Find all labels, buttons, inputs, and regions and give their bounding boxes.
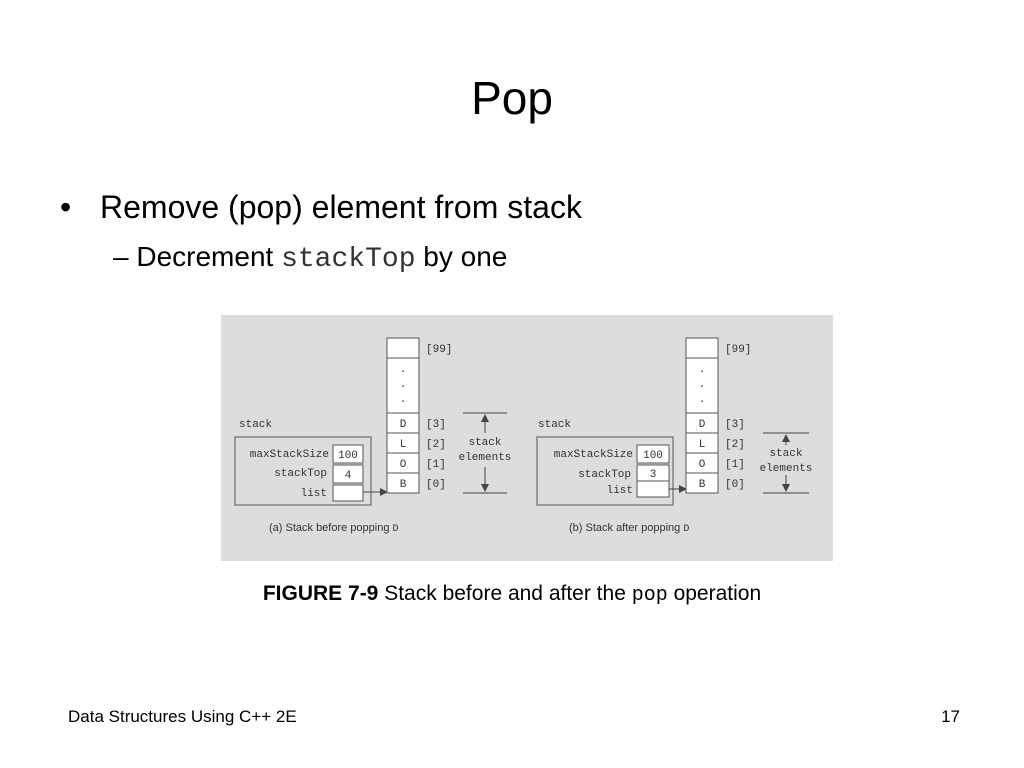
value-stack-top: 4 bbox=[345, 470, 352, 482]
index-label: [99] bbox=[725, 344, 751, 356]
figure-caption: FIGURE 7-9 Stack before and after the po… bbox=[0, 580, 1024, 610]
array-value-d: D bbox=[400, 419, 407, 431]
array-cell bbox=[386, 337, 420, 359]
brace-label-line2: elements bbox=[459, 452, 512, 464]
value-stack-top: 3 bbox=[650, 469, 657, 481]
value-max-stack-size: 100 bbox=[338, 450, 358, 462]
caption-text: Stack before and after the bbox=[384, 582, 626, 605]
index-label: [2] bbox=[725, 439, 745, 451]
sub-bullet-prefix: Decrement bbox=[136, 241, 274, 272]
stack-elements-indicator: stack elements bbox=[760, 432, 813, 494]
bullet-text: Remove (pop) element from stack bbox=[100, 189, 582, 225]
array-value-l: L bbox=[400, 439, 407, 451]
brace-label-line1: stack bbox=[769, 448, 802, 460]
struct-box bbox=[234, 436, 372, 506]
sub-bullet-dash-icon: – bbox=[113, 241, 137, 272]
index-label: [1] bbox=[426, 459, 446, 471]
footer-course-title: Data Structures Using C++ 2E bbox=[68, 707, 297, 726]
stack-array: . . . D L O B bbox=[685, 337, 719, 494]
index-label: [99] bbox=[426, 344, 452, 356]
stack-diagram: stack maxStackSize stackTop list 100 4 .… bbox=[234, 337, 813, 535]
bullet-remove-pop: • Remove (pop) element from stack bbox=[60, 186, 582, 228]
footer-page-number: 17 bbox=[941, 707, 960, 726]
ellipsis-dot: . bbox=[400, 394, 407, 406]
sub-caption-after: (b) Stack after popping D bbox=[569, 522, 689, 535]
array-value-o: O bbox=[400, 459, 407, 471]
index-label: [0] bbox=[725, 479, 745, 491]
struct-box bbox=[536, 436, 674, 506]
array-value-l: L bbox=[699, 439, 706, 451]
stack-elements-indicator: stack elements bbox=[459, 412, 512, 494]
index-label: [0] bbox=[426, 479, 446, 491]
caption-label: FIGURE 7-9 bbox=[262, 582, 379, 605]
stack-figure: stack maxStackSize stackTop list 100 4 .… bbox=[221, 315, 833, 561]
index-label: [3] bbox=[426, 419, 446, 431]
index-label: [3] bbox=[725, 419, 745, 431]
field-max-stack-size: maxStackSize bbox=[250, 449, 329, 461]
field-stack-top: stackTop bbox=[578, 469, 631, 481]
value-cell bbox=[332, 484, 364, 502]
sub-bullet-suffix: by one bbox=[423, 241, 508, 272]
value-cell bbox=[636, 444, 670, 464]
array-value-b: B bbox=[699, 479, 706, 491]
field-stack-top: stackTop bbox=[274, 468, 327, 480]
struct-label: stack bbox=[239, 419, 272, 431]
array-cell bbox=[386, 472, 420, 494]
ellipsis-dot: . bbox=[699, 379, 706, 391]
sub-bullet-code: stackTop bbox=[281, 244, 416, 275]
value-cell bbox=[332, 444, 364, 464]
brace-label-line2: elements bbox=[760, 463, 813, 475]
caption-code: pop bbox=[631, 584, 668, 607]
ellipsis-dot: . bbox=[400, 379, 407, 391]
bullet-dot-icon: • bbox=[60, 189, 72, 225]
index-label: [1] bbox=[725, 459, 745, 471]
field-max-stack-size: maxStackSize bbox=[554, 449, 633, 461]
sub-bullet-decrement: – Decrement stackTop by one bbox=[113, 238, 507, 279]
array-value-d: D bbox=[699, 419, 706, 431]
array-cell bbox=[685, 472, 719, 494]
value-cell bbox=[636, 480, 670, 498]
brace-label-line1: stack bbox=[468, 437, 501, 449]
array-value-o: O bbox=[699, 459, 706, 471]
panel-before-popping: stack maxStackSize stackTop list 100 4 .… bbox=[234, 337, 512, 535]
array-value-b: B bbox=[400, 479, 407, 491]
field-list: list bbox=[301, 488, 327, 500]
field-list: list bbox=[607, 485, 633, 497]
array-cell bbox=[685, 337, 719, 359]
ellipsis-dot: . bbox=[400, 364, 407, 376]
sub-caption-before: (a) Stack before popping D bbox=[269, 522, 399, 535]
ellipsis-dot: . bbox=[699, 364, 706, 376]
index-label: [2] bbox=[426, 439, 446, 451]
value-max-stack-size: 100 bbox=[643, 450, 663, 462]
ellipsis-dot: . bbox=[699, 394, 706, 406]
value-cell bbox=[332, 464, 364, 484]
slide-title: Pop bbox=[471, 72, 553, 124]
stack-array: . . . D L O B bbox=[386, 337, 420, 494]
array-cell-ellipsis bbox=[685, 357, 719, 414]
caption-suffix: operation bbox=[673, 582, 762, 605]
struct-label: stack bbox=[538, 419, 571, 431]
panel-after-popping: stack maxStackSize stackTop list 100 3 .… bbox=[536, 337, 813, 535]
